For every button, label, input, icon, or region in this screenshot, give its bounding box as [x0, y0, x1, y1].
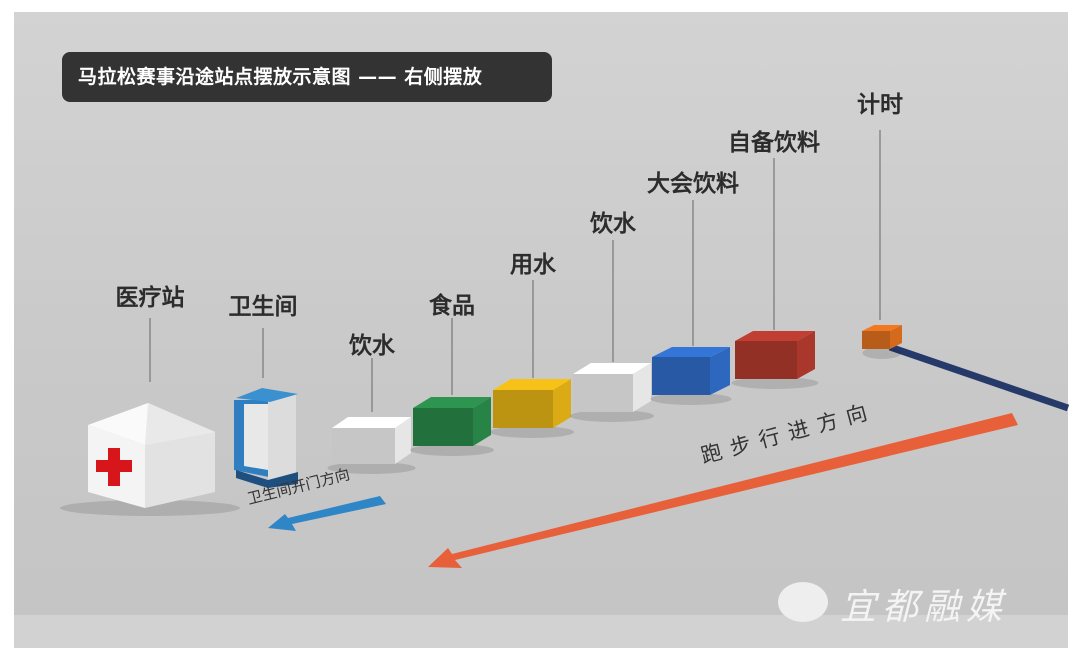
- timing-line: [888, 343, 1070, 412]
- box-top-face: [332, 417, 411, 428]
- tent-side-wall: [145, 432, 215, 508]
- box-front-face: [573, 374, 633, 412]
- box-side-face: [395, 417, 411, 464]
- label-utility-water: 用水: [510, 252, 556, 278]
- box-top-face: [862, 325, 902, 331]
- box-front-face: [493, 390, 553, 428]
- watermark-logo-icon: [778, 582, 828, 622]
- toilet-roof: [236, 388, 298, 402]
- label-official-drinks: 大会饮料: [647, 171, 739, 197]
- running-direction-arrow: [428, 413, 1018, 568]
- box-front-face: [332, 428, 395, 464]
- box-shadow: [327, 462, 416, 474]
- tent-roof-side: [145, 403, 215, 445]
- box-side-face: [710, 347, 730, 395]
- label-medical: 医疗站: [115, 285, 185, 311]
- box-shadow: [731, 377, 819, 389]
- label-personal-drinks: 自备饮料: [728, 130, 820, 156]
- diagram-title: 马拉松赛事沿途站点摆放示意图 —— 右侧摆放: [62, 52, 552, 102]
- box-front-face: [652, 357, 710, 395]
- box-shadow: [650, 393, 732, 405]
- box-side-face: [633, 363, 651, 412]
- box-shadow: [490, 426, 574, 438]
- label-food: 食品: [429, 293, 475, 319]
- box-top-face: [652, 347, 730, 357]
- box-top-face: [573, 363, 651, 374]
- tent-shadow: [60, 500, 240, 516]
- toilet-side: [268, 394, 296, 480]
- label-water-1: 饮水: [349, 333, 395, 359]
- bottom-strip: [14, 615, 1068, 648]
- box-top-face: [493, 379, 571, 390]
- box-shadow: [862, 347, 902, 359]
- watermark: 宜都融媒: [840, 587, 1009, 628]
- red-cross-icon: [96, 460, 132, 472]
- box-side-face: [797, 331, 815, 379]
- box-top-face: [413, 397, 491, 408]
- label-water-2: 饮水: [590, 211, 636, 237]
- box-front-face: [413, 408, 473, 446]
- box-side-face: [553, 379, 571, 428]
- toilet-base: [236, 470, 298, 488]
- box-top-face: [735, 331, 815, 341]
- toilet-door: [244, 404, 268, 470]
- box-shadow: [570, 410, 654, 422]
- label-timing: 计时: [857, 92, 903, 118]
- box-shadow: [410, 444, 494, 456]
- box-side-face: [890, 325, 902, 349]
- box-front-face: [862, 331, 890, 349]
- box-front-face: [735, 341, 797, 379]
- label-toilet: 卫生间: [228, 294, 298, 320]
- box-side-face: [473, 397, 491, 446]
- toilet-door-arrow: [268, 496, 386, 531]
